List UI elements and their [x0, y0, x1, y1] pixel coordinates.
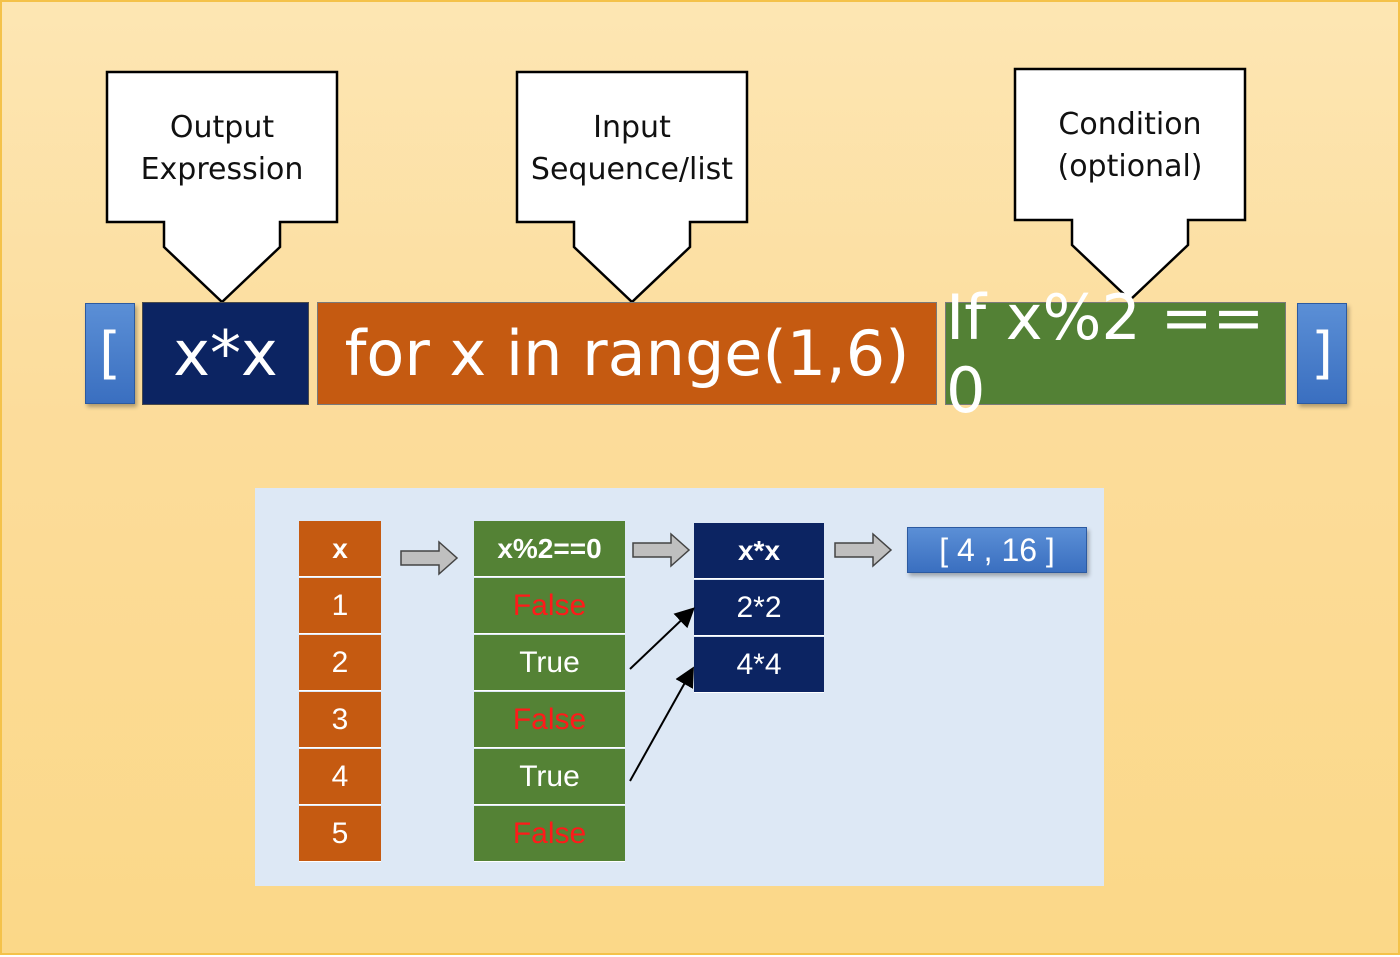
close-bracket: ] — [1297, 303, 1347, 404]
condition-value: False — [474, 692, 625, 748]
callout-condition: Condition (optional) — [1013, 67, 1247, 302]
callout-condition-line1: Condition — [1058, 107, 1201, 142]
condition-value: False — [474, 578, 625, 634]
callout-input-line2: Sequence/list — [531, 152, 733, 187]
condition-value: True — [474, 635, 625, 691]
condition-header: x%2==0 — [474, 521, 625, 577]
x-value: 5 — [299, 806, 381, 862]
callouts: Output Expression Input Sequence/list Co… — [105, 67, 1247, 302]
square-value: 4*4 — [694, 637, 824, 693]
output-expression-box: x*x — [142, 302, 309, 405]
condition-box: If x%2 == 0 — [945, 281, 1286, 427]
callout-input-line1: Input — [593, 110, 671, 145]
callout-output: Output Expression — [105, 70, 339, 302]
callout-output-line1: Output — [170, 110, 274, 145]
callout-output-line2: Expression — [141, 152, 304, 187]
input-sequence-box: for x in range(1,6) — [317, 302, 937, 405]
square-header: x*x — [694, 523, 824, 579]
x-value: 2 — [299, 635, 381, 691]
x-value: 1 — [299, 578, 381, 634]
condition-value: False — [474, 806, 625, 862]
square-value: 2*2 — [694, 580, 824, 636]
x-value: 3 — [299, 692, 381, 748]
x-value: 4 — [299, 749, 381, 805]
condition-value: True — [474, 749, 625, 805]
x-header: x — [299, 521, 381, 577]
result-box: [ 4 , 16 ] — [907, 527, 1087, 573]
callout-condition-line2: (optional) — [1058, 149, 1203, 184]
callout-input: Input Sequence/list — [515, 70, 749, 302]
open-bracket: [ — [85, 303, 135, 404]
